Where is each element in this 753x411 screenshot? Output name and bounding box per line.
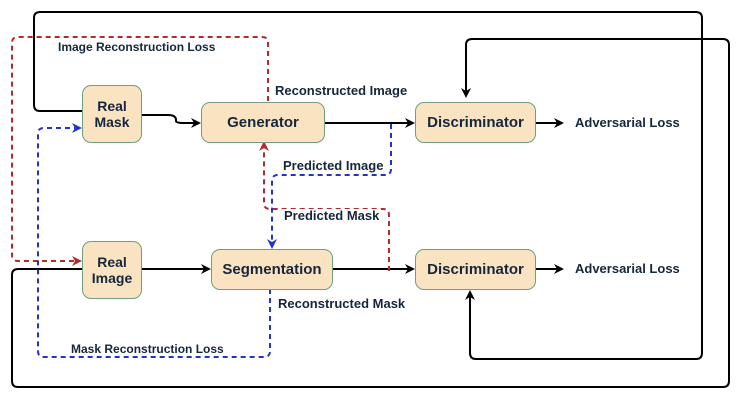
edge-mask-reconstruction-loss [37, 123, 271, 358]
mask-reconstruction-loss-label: Mask Reconstruction Loss [69, 342, 226, 356]
edge-image-reconstruction-loss [11, 36, 269, 266]
reconstructed-image-label: Reconstructed Image [275, 83, 408, 98]
predicted-mask-label: Predicted Mask [282, 208, 382, 223]
predicted-image-label: Predicted Image [281, 158, 386, 173]
reconstructed-mask-label: Reconstructed Mask [278, 296, 406, 311]
adversarial-loss-top-label: Adversarial Loss [575, 115, 680, 130]
discriminator-bottom-node: Discriminator [415, 249, 536, 290]
discriminator-top-node: Discriminator [415, 102, 536, 143]
generator-node: Generator [201, 102, 325, 143]
real-mask-node: Real Mask [82, 85, 142, 143]
edge-real-mask-to-generator [142, 114, 201, 128]
edge-real-mask-loop-to-discriminator-bottom [33, 11, 703, 360]
image-reconstruction-loss-label: Image Reconstruction Loss [56, 40, 218, 54]
real-image-node: Real Image [82, 241, 142, 299]
edge-real-image-loop-to-discriminator-top [11, 38, 730, 388]
segmentation-node: Segmentation [211, 249, 333, 290]
edge-predicted-image-to-segmentation [267, 124, 392, 249]
adversarial-loss-bottom-label: Adversarial Loss [575, 261, 680, 276]
